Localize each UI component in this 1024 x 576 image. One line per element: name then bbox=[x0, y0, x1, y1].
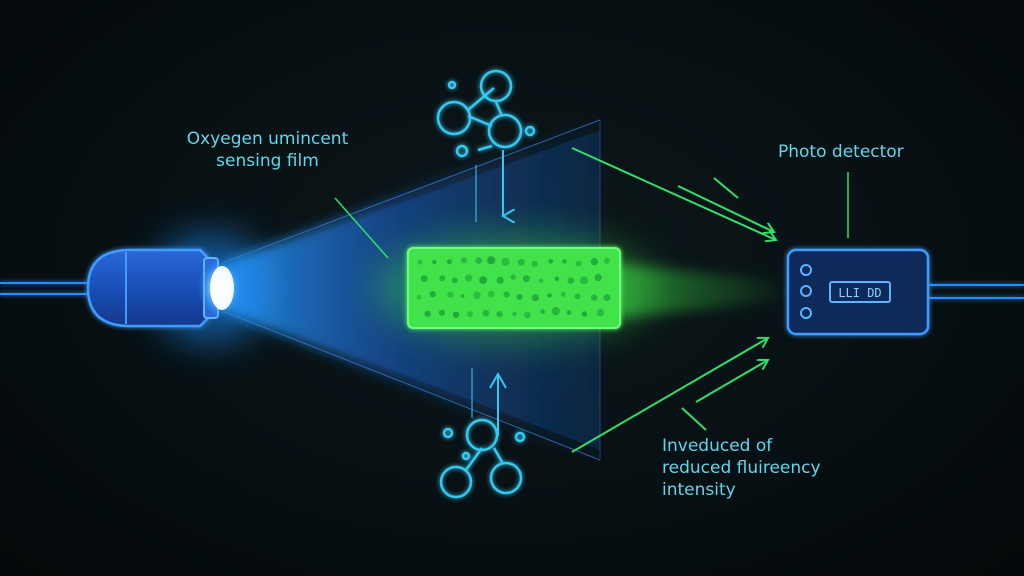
dye-particle bbox=[432, 259, 437, 265]
photo-detector-label-text: Photo detector bbox=[778, 142, 904, 162]
dye-particle bbox=[473, 291, 481, 299]
dye-particle bbox=[438, 309, 446, 316]
input-fiber-lines bbox=[0, 282, 92, 295]
dye-particle bbox=[554, 276, 559, 281]
dye-particle bbox=[496, 311, 503, 318]
dye-particle bbox=[503, 291, 510, 298]
led-light-source bbox=[86, 233, 270, 343]
sensing-film-label: Oxyegen umincent sensing film bbox=[160, 128, 375, 172]
oxygen-molecules-bottom bbox=[439, 418, 526, 499]
dye-particle bbox=[548, 259, 553, 264]
dye-particle bbox=[482, 309, 490, 317]
photo-detector: LLI DD bbox=[786, 248, 930, 336]
dye-particle bbox=[475, 257, 482, 264]
dye-particle bbox=[539, 278, 544, 283]
dye-particle bbox=[567, 277, 575, 284]
dye-particle bbox=[512, 311, 517, 316]
photo-detector-label: Photo detector bbox=[778, 141, 904, 163]
sensing-film bbox=[407, 247, 621, 329]
oxygen-molecules-top bbox=[436, 69, 536, 158]
detector-display-readout: LLI DD bbox=[838, 286, 881, 300]
dye-particle bbox=[439, 275, 446, 282]
reduced-intensity-label-line2: reduced fluireency bbox=[662, 458, 821, 478]
dye-particle bbox=[429, 290, 436, 298]
dye-particle bbox=[452, 311, 460, 318]
dye-particle bbox=[581, 311, 588, 317]
sensing-film-label-line1: Oxyegen umincent bbox=[186, 129, 349, 149]
oxygen-flow-arrowhead-up bbox=[489, 371, 507, 389]
dye-particle bbox=[591, 294, 598, 301]
dye-particle bbox=[447, 291, 454, 298]
dye-particle bbox=[496, 276, 504, 284]
dye-particle bbox=[594, 274, 602, 282]
reduced-intensity-label-line3: intensity bbox=[662, 480, 736, 500]
reduced-intensity-label-line1: Inveduced of bbox=[662, 436, 773, 456]
dye-particle bbox=[446, 259, 452, 265]
reduced-intensity-label: Inveduced of reduced fluireency intensit… bbox=[662, 435, 821, 501]
dye-particle bbox=[547, 293, 552, 298]
dye-particle bbox=[517, 258, 525, 266]
dye-particle bbox=[551, 307, 560, 316]
dye-particle bbox=[522, 275, 530, 283]
dye-particle bbox=[420, 275, 428, 283]
dye-particle bbox=[580, 276, 588, 285]
dye-particle bbox=[416, 294, 422, 300]
dye-particle bbox=[479, 276, 487, 284]
dye-particle bbox=[574, 293, 581, 300]
dye-particle bbox=[424, 310, 431, 317]
dye-particle bbox=[531, 294, 540, 302]
dye-particle bbox=[516, 294, 523, 300]
dye-particle bbox=[461, 257, 468, 264]
emission-arrows bbox=[571, 147, 776, 453]
sensing-film-label-line2: sensing film bbox=[216, 151, 319, 171]
dye-particle bbox=[560, 291, 566, 297]
dye-particle bbox=[603, 294, 611, 302]
dye-particle bbox=[460, 293, 465, 299]
dye-particle bbox=[501, 257, 510, 266]
dye-particle bbox=[487, 290, 495, 298]
dye-particle bbox=[451, 277, 458, 284]
film-label-leader bbox=[334, 197, 389, 259]
dye-particle bbox=[465, 274, 473, 282]
dye-particle bbox=[524, 311, 531, 319]
dye-particle bbox=[596, 308, 605, 317]
dye-particle bbox=[487, 256, 496, 265]
dye-particle bbox=[575, 260, 582, 267]
sensing-film-dye-particles bbox=[416, 256, 611, 319]
dye-particle bbox=[467, 311, 473, 318]
dye-particle bbox=[562, 259, 567, 264]
output-cable-lines bbox=[928, 284, 1024, 299]
dye-particle bbox=[590, 257, 599, 266]
dye-particle bbox=[510, 274, 516, 280]
dye-particle bbox=[566, 310, 572, 315]
dye-particle bbox=[604, 257, 610, 264]
dye-particle bbox=[417, 259, 423, 265]
dye-particle bbox=[531, 260, 538, 267]
dye-particle bbox=[540, 309, 546, 315]
